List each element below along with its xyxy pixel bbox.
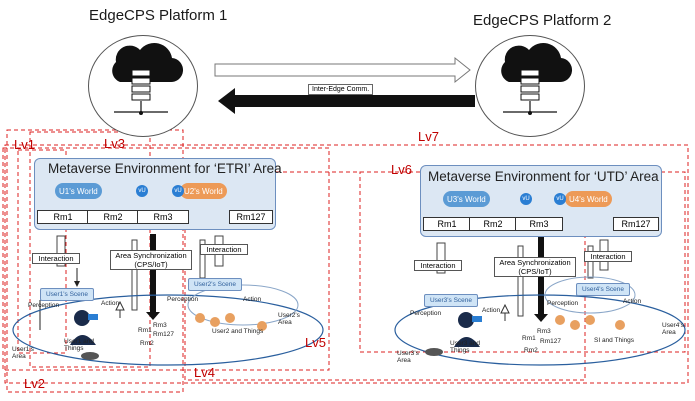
env-right-rm127: Rm127 — [613, 217, 659, 231]
rm3-label-right: Rm3 — [537, 328, 551, 335]
user2-figures-icon — [195, 313, 267, 331]
vu-badge-4: vU — [554, 193, 566, 205]
left-area-ellipse — [12, 294, 324, 366]
user2-area-ellipse — [187, 284, 299, 326]
si-things-label: SI and Things — [594, 337, 634, 344]
user1-area-label: User1's Area — [12, 346, 34, 360]
env-left-rm127: Rm127 — [229, 210, 273, 224]
interaction-label-1: Interaction — [32, 253, 80, 264]
level-lv7: Lv7 — [418, 129, 439, 144]
user3-avatar-icon — [454, 312, 482, 347]
env-left-title: Metaverse Environment for ‘ETRI’ Area — [48, 161, 282, 176]
rm2-label-right: Rm2 — [524, 347, 538, 354]
u4-world: U4's World — [565, 191, 612, 207]
area-sync-label-2: Area Synchronization (CPS/IoT) — [494, 257, 576, 277]
platform-2-title: EdgeCPS Platform 2 — [473, 12, 612, 29]
action-label-3: Action — [482, 307, 501, 314]
lv4-box — [2, 147, 330, 371]
perception-label-1: Perception — [28, 302, 60, 309]
u2-world: U2's World — [180, 183, 227, 199]
lv1-box — [17, 149, 67, 354]
level-boxes — [2, 129, 689, 393]
env-left-rm3: Rm3 — [137, 210, 189, 224]
u1-world: U1's World — [55, 183, 102, 199]
user2-things-label: User2 and Things — [212, 328, 264, 335]
user4-scene: User4's Scene — [576, 283, 630, 296]
level-lv4: Lv4 — [194, 365, 215, 380]
inter-edge-arrow-right — [214, 56, 471, 84]
inter-edge-label: Inter-Edge Comm. — [308, 84, 374, 95]
user2-scene: User2's Scene — [188, 278, 242, 291]
user2-area-label: User2's Area — [278, 312, 300, 326]
area-sync-label-1: Area Synchronization (CPS/IoT) — [110, 250, 192, 270]
rm1-label-right: Rm1 — [522, 335, 536, 342]
level-lv2: Lv2 — [24, 376, 45, 391]
user3-scene: User3's Scene — [424, 294, 478, 307]
env-right-rm3: Rm3 — [515, 217, 563, 231]
cloud-icons-layer — [112, 42, 573, 115]
user4-area-label: User4's Area — [662, 322, 684, 336]
env-left-rm1: Rm1 — [37, 210, 89, 224]
cloud-server-icon-1-top — [112, 42, 184, 115]
perception-label-4: Perception — [547, 300, 579, 307]
user1-things-label: User1 and Things — [64, 338, 94, 352]
right-area-ellipse — [394, 294, 686, 366]
rm127-label-right: Rm127 — [540, 338, 561, 345]
action-label-2: Action — [243, 296, 262, 303]
interaction-label-3: Interaction — [414, 260, 462, 271]
user1-avatar-icon — [70, 310, 98, 345]
lv7-box — [4, 144, 689, 384]
vu-badge-1: vU — [136, 185, 148, 197]
env-right-rm1: Rm1 — [423, 217, 471, 231]
rm3-label-left: Rm3 — [153, 322, 167, 329]
u3-world: U3's World — [443, 191, 490, 207]
inter-edge-arrow-left — [218, 88, 475, 114]
action-label-4: Action — [623, 298, 642, 305]
user4-figures-icon — [555, 315, 625, 330]
user1-scene: User1's Scene — [40, 288, 94, 301]
vu-badge-2: vU — [172, 185, 184, 197]
user4-area-ellipse — [544, 276, 636, 314]
level-lv5: Lv5 — [305, 335, 326, 350]
right-arrows — [436, 236, 609, 322]
robot-vacuum-icon — [81, 348, 443, 360]
user3-things-label: User3 and Things — [450, 340, 480, 354]
level-lv6: Lv6 — [391, 162, 412, 177]
lv2-box — [6, 129, 184, 393]
level-lv3: Lv3 — [104, 136, 125, 151]
lv3-box — [29, 131, 151, 368]
action-label-1: Action — [101, 300, 120, 307]
rm2-label-left: Rm2 — [140, 340, 154, 347]
env-right-title: Metaverse Environment for ‘UTD’ Area — [428, 169, 659, 184]
env-left-rm2: Rm2 — [87, 210, 139, 224]
interaction-label-2: Interaction — [200, 244, 248, 255]
cloud-server-icon-2-top — [501, 42, 573, 115]
level-lv1: Lv1 — [14, 137, 35, 152]
rm1-label-left: Rm1 — [138, 327, 152, 334]
platform-1-title: EdgeCPS Platform 1 — [89, 7, 228, 24]
lamp-icon — [115, 300, 510, 321]
env-right-rm2: Rm2 — [469, 217, 517, 231]
interaction-label-4: Interaction — [584, 251, 632, 262]
perception-label-3: Perception — [410, 310, 442, 317]
rm127-label-left: Rm127 — [153, 331, 174, 338]
vu-badge-3: vU — [520, 193, 532, 205]
perception-label-2: Perception — [167, 296, 199, 303]
user3-area-label: User3's Area — [397, 350, 419, 364]
